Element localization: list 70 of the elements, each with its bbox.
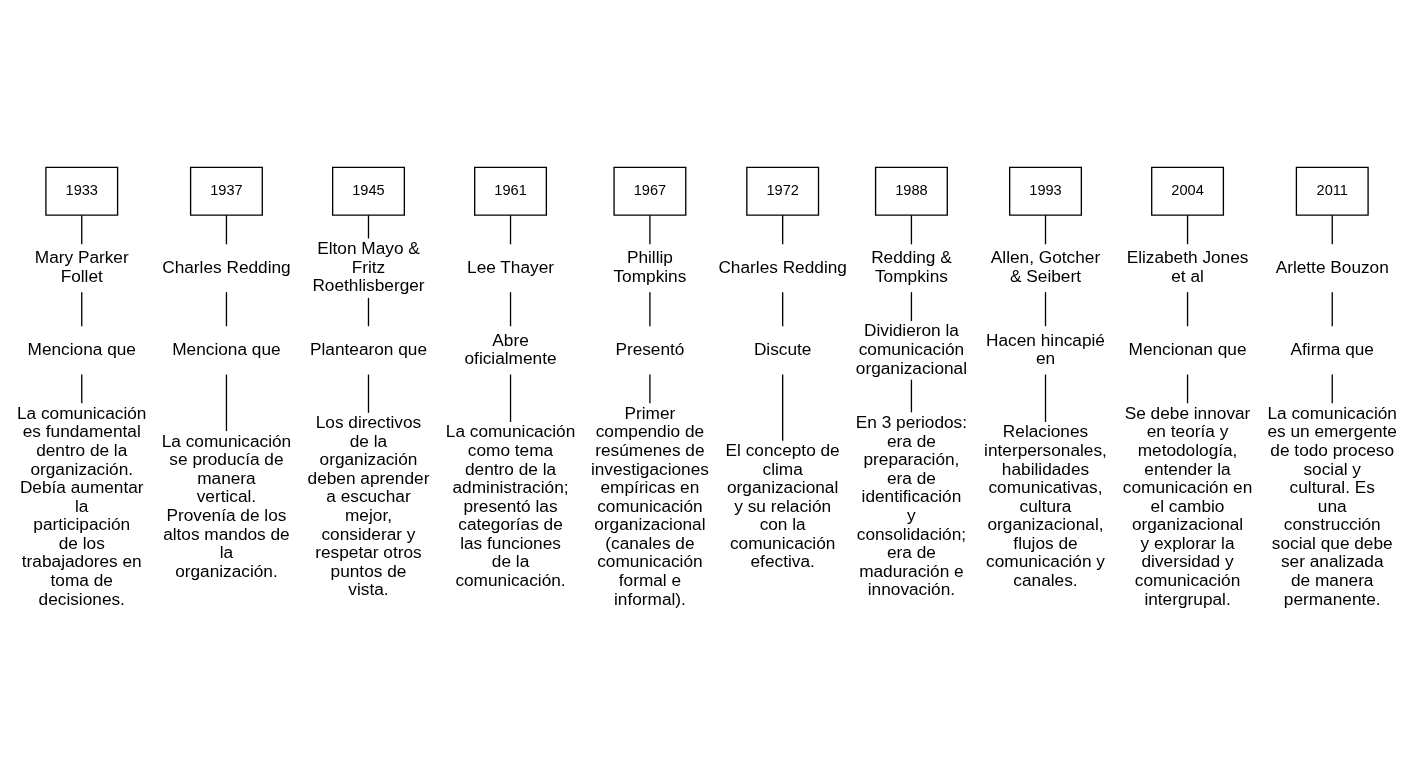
node-text: Redding & Tompkins — [871, 247, 952, 286]
node-box: 1937 — [189, 166, 263, 216]
connector — [81, 373, 83, 404]
node-text: Los directivos de la organización deben aprender a escuchar mejor, considerar y respetar otros puntos de vista. — [307, 412, 430, 600]
node-text: Menciona que — [27, 339, 136, 360]
connector — [649, 373, 651, 404]
connector — [1044, 291, 1047, 327]
node-text: Primer compendio de resúmenes de investigaciones empíricas en comunicación organizacional (canales de comunicación formal e informal). — [590, 402, 709, 609]
node-text: Elton Mayo & Fritz Roethlisberger — [312, 238, 425, 296]
node-text: Mencionan que — [1128, 339, 1247, 360]
node-box: 2011 — [1295, 166, 1369, 216]
connector — [1044, 373, 1047, 423]
node-box: 1988 — [874, 166, 948, 216]
node-text: Lee Thayer — [467, 256, 555, 277]
node-box: 1993 — [1009, 166, 1082, 216]
node-text: La comunicación es fundamental dentro de la organización. Debía aumentar la participación de los trabajadores en toma de decisiones. — [17, 402, 147, 609]
connector — [509, 291, 512, 327]
connector — [910, 379, 913, 413]
connector — [910, 291, 913, 322]
connector — [782, 291, 784, 327]
connector — [367, 214, 370, 240]
node-text: Plantearon que — [309, 339, 427, 360]
node-text: Discute — [753, 339, 812, 360]
node-text: Presentó — [615, 339, 685, 360]
node-box: 1972 — [746, 166, 820, 216]
connector — [1331, 373, 1333, 404]
node-text: Mary Parker Follet — [34, 247, 129, 286]
node-text: Phillip Tompkins — [613, 247, 687, 286]
connector — [225, 291, 228, 327]
node-text: Charles Redding — [162, 256, 291, 277]
connector — [782, 373, 784, 442]
node-text: Elizabeth Jones et al — [1126, 247, 1249, 286]
connector — [782, 214, 784, 245]
connector — [1186, 214, 1189, 245]
connector — [649, 214, 651, 245]
node-text: La comunicación como tema dentro de la administración; presentó las categorías de las funciones de la comunicación. — [445, 421, 576, 590]
node-text: La comunicación se producía de manera vertical. Provenía de los altos mandos de la organización. — [161, 430, 292, 581]
node-text: Menciona que — [172, 339, 281, 360]
connector — [225, 214, 228, 245]
node-text: Allen, Gotcher & Seibert — [990, 247, 1101, 286]
connector — [509, 214, 512, 245]
connector — [367, 373, 370, 414]
connector — [1186, 291, 1189, 327]
connector — [649, 291, 651, 327]
connector — [1044, 214, 1047, 245]
node-box: 2004 — [1151, 166, 1225, 216]
node-text: Charles Redding — [718, 256, 847, 277]
connector — [81, 214, 83, 245]
node-box: 1967 — [613, 166, 687, 216]
connector — [910, 214, 913, 245]
node-text: Se debe innovar en teoría y metodología, entender la comunicación en el cambio organizacional y explorar la diversidad y comunicación intergrupal. — [1122, 402, 1253, 609]
connector — [81, 291, 83, 327]
connector — [1331, 214, 1333, 245]
node-box: 1933 — [45, 166, 119, 216]
node-text: Relaciones interpersonales, habilidades comunicativas, cultura organizacional, flujos de comunicación y canales. — [984, 421, 1107, 590]
node-box: 1961 — [474, 166, 548, 216]
node-box: 1945 — [332, 166, 405, 216]
connector — [509, 373, 512, 423]
node-text: El concepto de clima organizacional y su relación con la comunicación efectiva. — [725, 439, 840, 572]
connector — [1331, 291, 1333, 327]
node-text: Dividieron la comunicación organizacional — [855, 320, 968, 378]
connector — [367, 297, 370, 327]
node-text: En 3 periodos: era de preparación, era de identificación y consolidación; era de maduración e innovación. — [855, 412, 968, 600]
node-text: Arlette Bouzon — [1275, 256, 1389, 277]
connector — [1186, 373, 1189, 404]
node-text: Abre oficialmente — [464, 329, 557, 369]
node-text: La comunicación es un emergente de todo proceso social y cultural. Es una construcción social que debe ser analizada de manera permanente. — [1267, 402, 1397, 609]
node-text: Afirma que — [1290, 339, 1374, 360]
node-text: Hacen hincapié en — [986, 329, 1105, 369]
connector — [225, 373, 228, 432]
